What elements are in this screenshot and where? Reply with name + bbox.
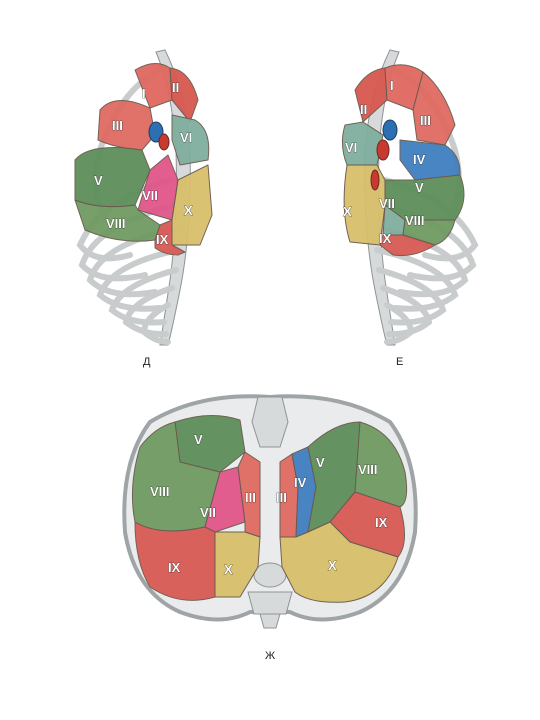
label-V-right: V: [316, 455, 325, 470]
label-I: I: [142, 86, 146, 101]
label-V: V: [415, 180, 424, 195]
vertebra: [247, 562, 293, 629]
segment-VI: [171, 114, 210, 166]
segment-III: [412, 71, 456, 146]
left-lung-segments: [131, 414, 261, 601]
segment-III: [97, 100, 156, 151]
label-II: II: [360, 102, 367, 117]
segment-X-left: [214, 531, 261, 598]
label-IX: IX: [379, 231, 392, 246]
panel-zh-drawing: V VIII VII III IX X III IV V VIII IX X: [122, 394, 418, 629]
caption-d: Д: [143, 356, 151, 368]
label-III: III: [420, 113, 431, 128]
label-III-left: III: [245, 490, 256, 505]
pulmonary-artery: [376, 139, 390, 161]
label-VII: VII: [142, 188, 158, 203]
right-lung-segments: [279, 421, 408, 603]
label-II: II: [172, 80, 179, 95]
panel-d: I II III VI V VII X VIII IX: [60, 30, 250, 350]
segment-IX: [154, 219, 186, 256]
panel-zh: V VIII VII III IX X III IV V VIII IX X: [120, 392, 420, 632]
label-VIII: VIII: [405, 213, 425, 228]
segment-VII-left: [204, 466, 246, 533]
label-V: V: [94, 173, 103, 188]
label-IV-right: IV: [294, 475, 307, 490]
label-X: X: [343, 204, 352, 219]
segment-IX: [379, 234, 436, 256]
label-VIII-left: VIII: [150, 484, 170, 499]
label-VII: VII: [379, 196, 395, 211]
panel-d-drawing: I II III VI V VII X VIII IX: [74, 49, 213, 346]
label-VI: VI: [345, 140, 357, 155]
panel-e-drawing: II I III VI IV V X VII VIII IX: [341, 49, 479, 346]
label-VII-left: VII: [200, 505, 216, 520]
label-V-left: V: [194, 432, 203, 447]
label-VIII-right: VIII: [358, 462, 378, 477]
caption-zh: Ж: [265, 650, 276, 662]
segment-V-left: [174, 414, 246, 473]
pulmonary-vein: [148, 121, 164, 143]
pulmonary-vein: [382, 119, 398, 141]
sternum: [251, 396, 289, 448]
segment-X-right: [279, 521, 399, 603]
label-IX-right: IX: [375, 515, 388, 530]
label-X-right: X: [328, 558, 337, 573]
label-IX: IX: [156, 232, 169, 247]
label-X: X: [184, 203, 193, 218]
hilum-vessels: [370, 119, 398, 191]
lung-segments: [74, 63, 213, 256]
label-III-right: III: [276, 490, 287, 505]
segment-VIII-right: [354, 421, 408, 508]
segment-IX-left: [134, 521, 216, 601]
lung-segments: [341, 64, 465, 256]
pulmonary-artery: [158, 133, 170, 151]
label-X-left: X: [224, 562, 233, 577]
hilum-vessels: [148, 121, 170, 151]
label-IV: IV: [413, 152, 426, 167]
label-IX-left: IX: [168, 560, 181, 575]
caption-e: Е: [396, 356, 404, 368]
label-VIII: VIII: [106, 216, 126, 231]
panel-e: II I III VI IV V X VII VIII IX: [305, 30, 495, 350]
pulmonary-artery-lower: [370, 169, 380, 191]
segment-V: [74, 147, 151, 208]
label-III: III: [112, 118, 123, 133]
label-I: I: [390, 78, 394, 93]
label-VI: VI: [180, 130, 192, 145]
segment-II: [169, 67, 199, 123]
